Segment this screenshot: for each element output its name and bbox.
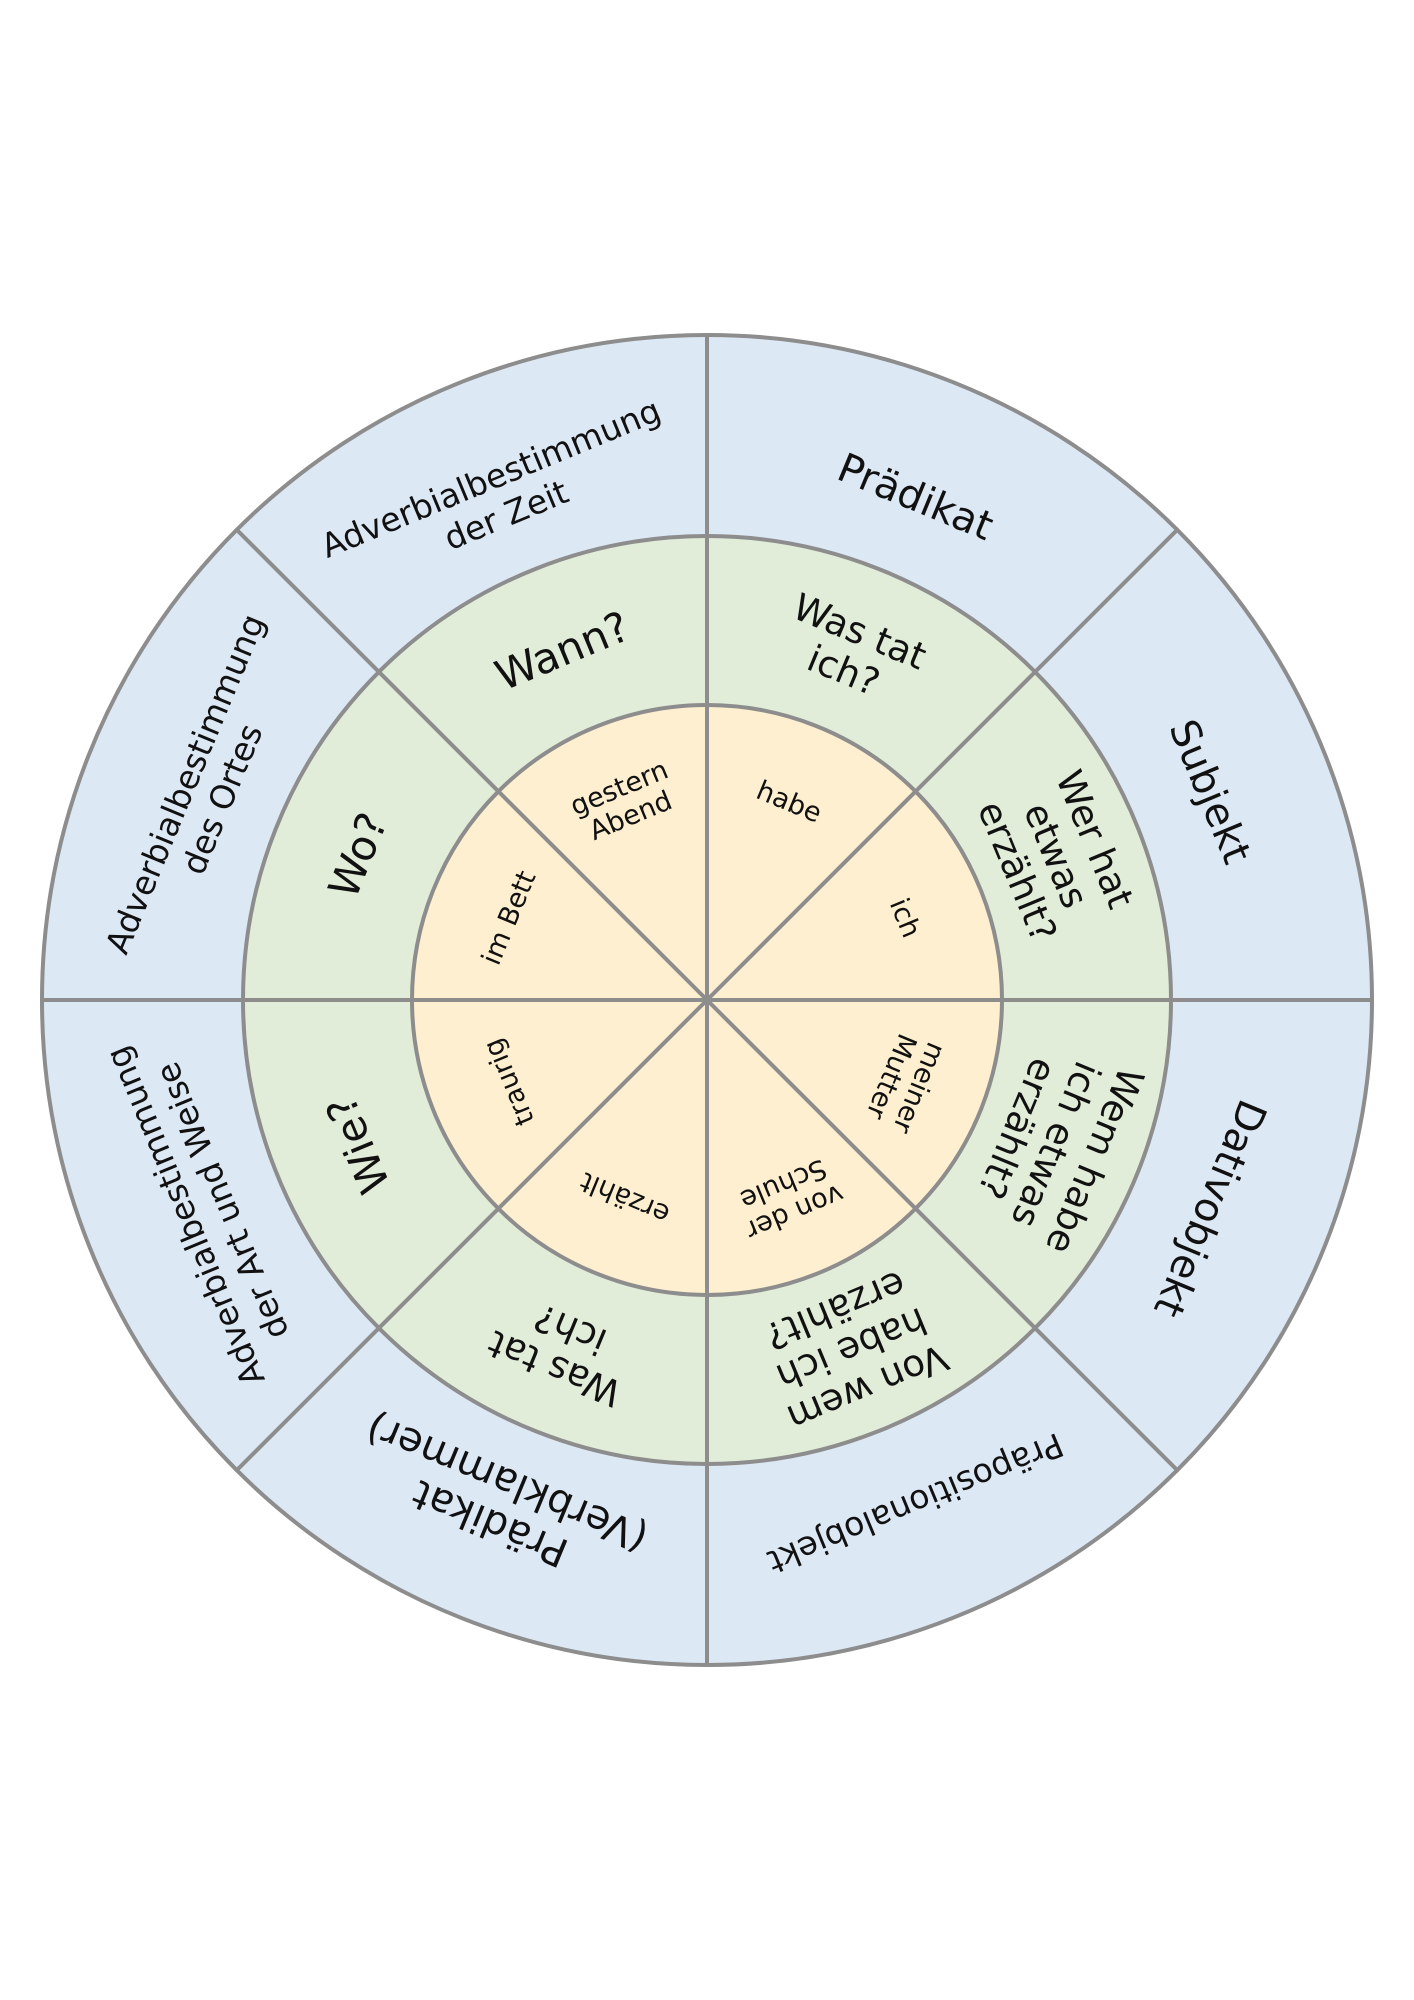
segment-divider (705, 527, 1180, 1002)
segment-divider (234, 998, 709, 1473)
wheel-dividers (40, 333, 1374, 1667)
segment-divider (705, 998, 1180, 1473)
segment-divider (234, 527, 709, 1002)
